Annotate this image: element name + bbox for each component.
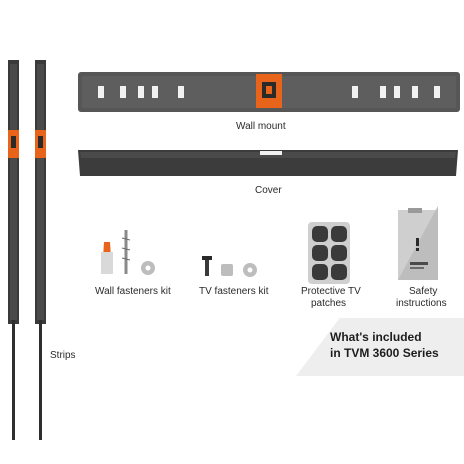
banner-title: What's included in TVM 3600 Series	[330, 329, 439, 361]
wall-mount-label: Wall mount	[236, 121, 286, 132]
tv-fasteners-image	[202, 256, 257, 277]
wall-mount-image	[78, 72, 460, 112]
cover-image	[78, 150, 458, 176]
protective-patches-label-line2: patches	[311, 298, 347, 309]
banner-title-line1: What's included	[330, 330, 422, 344]
protective-patches-image	[308, 222, 350, 284]
safety-instructions-label-line2: instructions	[396, 298, 447, 309]
strip-right	[35, 60, 46, 440]
banner-title-line2: in TVM 3600 Series	[330, 346, 439, 360]
safety-instructions-label-line1: Safety	[409, 286, 438, 297]
strips-label: Strips	[50, 350, 76, 361]
safety-instructions-image	[398, 206, 438, 280]
cover-label: Cover	[255, 185, 282, 196]
tv-fasteners-label: TV fasteners kit	[199, 286, 269, 297]
wall-fasteners-image	[101, 230, 155, 275]
wall-fasteners-label: Wall fasteners kit	[95, 286, 171, 297]
strip-left	[8, 60, 19, 440]
protective-patches-label-line1: Protective TV	[301, 286, 361, 297]
